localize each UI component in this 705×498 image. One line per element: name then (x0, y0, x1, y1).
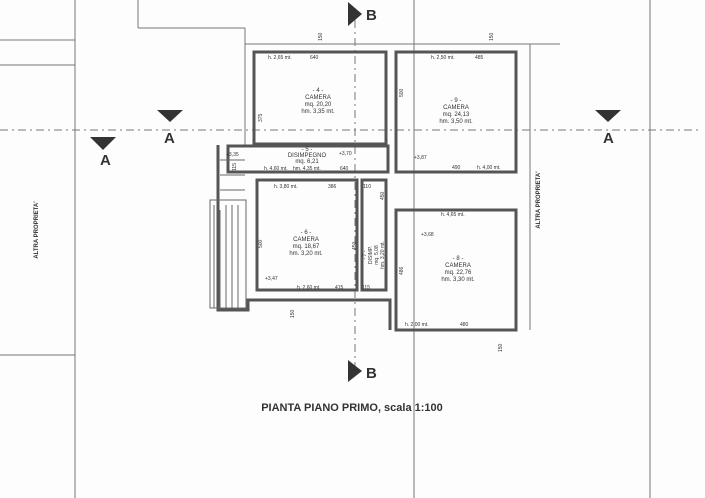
section-b-top: B (366, 7, 377, 24)
svg-text:hm. 3,50 mt.: hm. 3,50 mt. (439, 119, 473, 125)
svg-text:+3,35: +3,35 (226, 152, 239, 158)
svg-text:450: 450 (380, 191, 386, 200)
svg-text:- 4 -: - 4 - (313, 88, 324, 94)
svg-text:h. 2,65 mt.: h. 2,65 mt. (268, 55, 292, 61)
section-b-bottom: B (366, 365, 377, 382)
svg-text:450: 450 (352, 241, 358, 250)
svg-text:h. 4,00 mt.: h. 4,00 mt. (477, 165, 501, 171)
svg-text:- 9 -: - 9 - (451, 98, 462, 104)
svg-text:h. 2,50 mt.: h. 2,50 mt. (431, 55, 455, 61)
svg-text:hm. 3,30 mt.: hm. 3,30 mt. (441, 277, 475, 283)
svg-text:375: 375 (258, 113, 264, 122)
svg-text:150: 150 (290, 309, 296, 318)
svg-text:hm. 3,20 mt.: hm. 3,20 mt. (289, 251, 323, 257)
svg-text:640: 640 (310, 55, 319, 61)
section-a-mid: A (164, 130, 175, 147)
dimensions: h. 2,65 mt. 640 h. 2,50 mt. 485 375 500 49… (232, 32, 504, 352)
svg-text:150: 150 (498, 343, 504, 352)
svg-text:mq. 22,76: mq. 22,76 (445, 270, 472, 276)
svg-text:+3,87: +3,87 (414, 155, 427, 161)
svg-text:480: 480 (460, 322, 469, 328)
svg-text:490: 490 (452, 165, 461, 171)
svg-text:DISIMP.: DISIMP. (368, 246, 374, 264)
svg-text:mq. 24,13: mq. 24,13 (443, 112, 470, 118)
svg-text:hm. 3,35 mt.: hm. 3,35 mt. (301, 109, 335, 115)
svg-text:hm. 3,20 mt.: hm. 3,20 mt. (380, 241, 386, 269)
section-marks: A A A B B (90, 2, 621, 382)
neighbor-label-left: ALTRA PROPRIETA' (34, 201, 40, 259)
svg-text:+3,70: +3,70 (339, 151, 352, 157)
svg-text:CAMERA: CAMERA (445, 263, 471, 269)
svg-text:500: 500 (258, 239, 264, 248)
svg-text:h. 4,60 mt.: h. 4,60 mt. (264, 166, 288, 172)
section-a-left: A (100, 152, 111, 169)
svg-text:+3,68: +3,68 (421, 232, 434, 238)
neighbor-label-right: ALTRA PROPRIETA' (536, 171, 542, 229)
level-marks: +3,35 +3,70 +3,87 +3,47 +3,68 (226, 151, 434, 282)
svg-text:- 8 -: - 8 - (453, 256, 464, 262)
svg-text:CAMERA: CAMERA (443, 105, 469, 111)
svg-text:h. 3,80 mt.: h. 3,80 mt. (274, 184, 298, 190)
svg-text:mq. 6,21: mq. 6,21 (295, 159, 319, 165)
svg-text:115: 115 (232, 163, 238, 171)
svg-text:485: 485 (475, 55, 484, 61)
walls (209, 50, 518, 332)
svg-text:110: 110 (363, 184, 371, 190)
svg-text:DISIMPEGNO: DISIMPEGNO (288, 153, 327, 159)
svg-text:150: 150 (489, 32, 495, 41)
svg-text:mq. 5,08: mq. 5,08 (374, 245, 380, 265)
svg-text:- 5 -: - 5 - (302, 147, 313, 153)
svg-text:486: 486 (399, 266, 405, 275)
svg-text:CAMERA: CAMERA (293, 237, 319, 243)
stair (213, 159, 245, 308)
svg-text:- 7 -: - 7 - (362, 250, 368, 259)
svg-text:h. 4,65 mt.: h. 4,65 mt. (441, 212, 465, 218)
svg-text:mq. 18,67: mq. 18,67 (293, 244, 320, 250)
svg-text:500: 500 (399, 88, 405, 97)
svg-text:115: 115 (362, 285, 370, 291)
svg-text:- 6 -: - 6 - (301, 230, 312, 236)
svg-text:h. 2,00 mt.: h. 2,00 mt. (405, 322, 429, 328)
section-a-right: A (603, 130, 614, 147)
svg-text:CAMERA: CAMERA (305, 95, 331, 101)
plan-title: PIANTA PIANO PRIMO, scala 1:100 (261, 402, 443, 414)
svg-text:415: 415 (335, 285, 344, 291)
svg-text:386: 386 (328, 184, 337, 190)
svg-text:mq. 20,20: mq. 20,20 (305, 102, 332, 108)
svg-text:640: 640 (340, 166, 349, 172)
room-5-height: hm. 4,35 mt. (293, 166, 321, 172)
svg-text:h. 2,60 mt.: h. 2,60 mt. (297, 285, 321, 291)
svg-text:+3,47: +3,47 (265, 276, 278, 282)
svg-text:150: 150 (318, 32, 324, 41)
